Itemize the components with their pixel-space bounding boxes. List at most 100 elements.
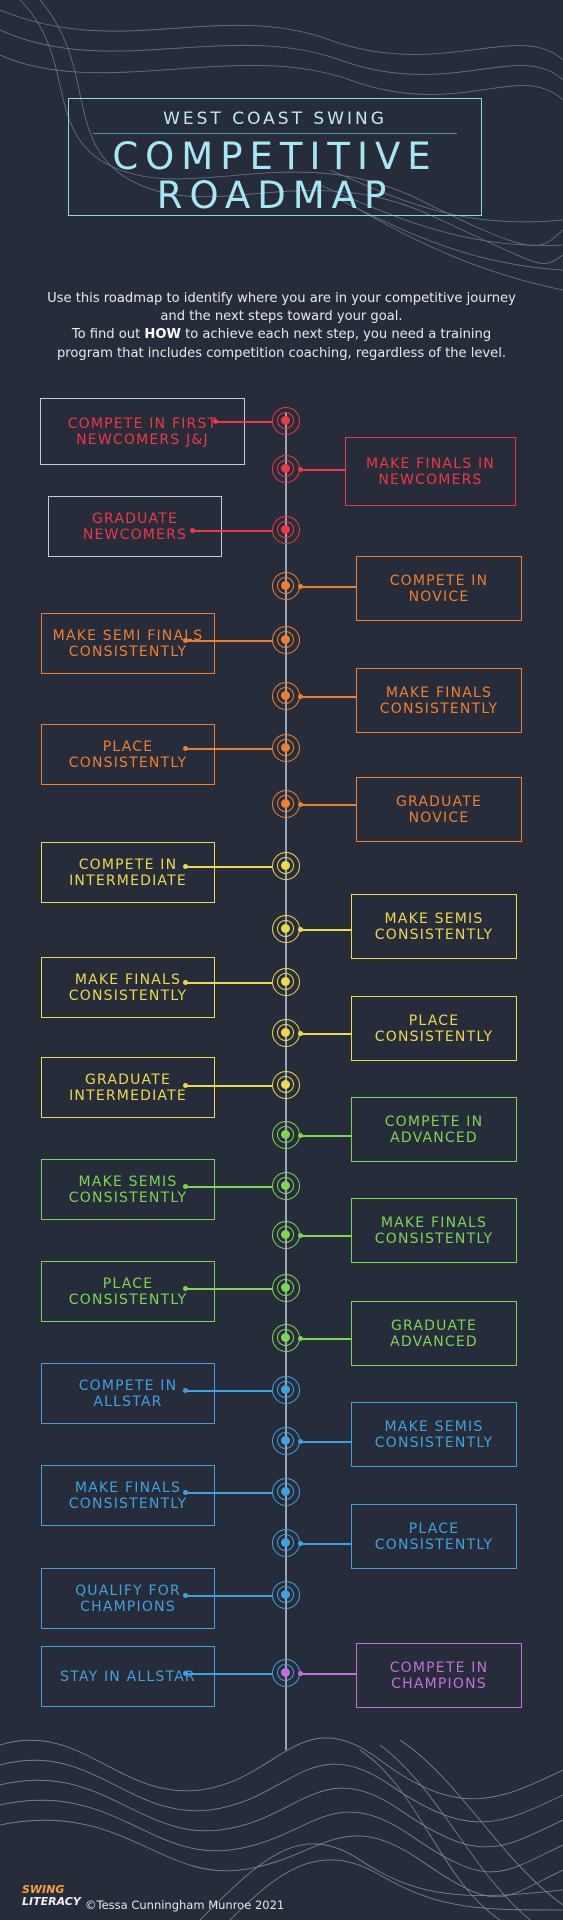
connector-line bbox=[185, 1492, 272, 1494]
intro-how: HOW bbox=[144, 327, 181, 343]
timeline-node bbox=[272, 1274, 300, 1302]
roadmap-step-label: COMPETE IN CHAMPIONS bbox=[389, 1659, 489, 1692]
roadmap-step-25: COMPETE IN CHAMPIONS bbox=[356, 1643, 522, 1708]
roadmap-step-label: PLACE CONSISTENTLY bbox=[374, 1520, 494, 1553]
timeline-node bbox=[272, 455, 300, 483]
swing-literacy-logo: SWING LITERACY bbox=[22, 1884, 81, 1908]
connector-dot bbox=[298, 1671, 303, 1676]
connector-dot bbox=[298, 802, 303, 807]
roadmap-step-label: MAKE SEMIS CONSISTENTLY bbox=[68, 1173, 188, 1206]
timeline-node-dot bbox=[281, 1283, 290, 1292]
connector-line bbox=[300, 1543, 351, 1545]
timeline-node-dot bbox=[281, 525, 290, 534]
timeline-node-ring bbox=[277, 1024, 294, 1041]
roadmap-step-15: MAKE SEMIS CONSISTENTLY bbox=[41, 1159, 215, 1220]
timeline-node bbox=[272, 1478, 300, 1506]
timeline-node bbox=[272, 572, 300, 600]
roadmap-step-label: MAKE SEMI FINALS CONSISTENTLY bbox=[52, 627, 204, 660]
roadmap-step-6: MAKE FINALS CONSISTENTLY bbox=[356, 668, 522, 733]
roadmap-step-17: PLACE CONSISTENTLY bbox=[41, 1261, 215, 1322]
connector-line bbox=[300, 804, 356, 806]
roadmap-step-13: GRADUATE INTERMEDIATE bbox=[41, 1057, 215, 1118]
connector-line bbox=[185, 866, 272, 868]
roadmap-step-5: MAKE SEMI FINALS CONSISTENTLY bbox=[41, 613, 215, 674]
connector-line bbox=[185, 1673, 272, 1675]
roadmap-step-24: STAY IN ALLSTAR bbox=[41, 1646, 215, 1707]
connector-line bbox=[300, 1135, 351, 1137]
timeline-node-ring bbox=[277, 795, 294, 812]
timeline-node bbox=[272, 915, 300, 943]
connector-dot bbox=[183, 1490, 188, 1495]
roadmap-step-20: MAKE SEMIS CONSISTENTLY bbox=[351, 1402, 517, 1467]
connector-dot bbox=[298, 1439, 303, 1444]
connector-line bbox=[300, 1033, 351, 1035]
connector-line bbox=[300, 1441, 351, 1443]
timeline-node-dot bbox=[281, 691, 290, 700]
intro-line-2: and the next steps toward your goal. bbox=[160, 309, 403, 325]
roadmap-step-9: COMPETE IN INTERMEDIATE bbox=[41, 842, 215, 903]
timeline-node bbox=[272, 626, 300, 654]
roadmap-step-label: MAKE SEMIS CONSISTENTLY bbox=[374, 1418, 494, 1451]
timeline-node-dot bbox=[281, 635, 290, 644]
timeline-node-dot bbox=[281, 1487, 290, 1496]
roadmap-step-16: MAKE FINALS CONSISTENTLY bbox=[351, 1198, 517, 1263]
timeline-node bbox=[272, 1659, 300, 1687]
roadmap-step-label: GRADUATE ADVANCED bbox=[390, 1317, 478, 1350]
timeline-node-ring bbox=[277, 631, 294, 648]
timeline-node-dot bbox=[281, 1230, 290, 1239]
connector-line bbox=[300, 696, 356, 698]
roadmap-step-label: COMPETE IN NOVICE bbox=[389, 572, 489, 605]
connector-line bbox=[300, 1235, 351, 1237]
roadmap-step-21: MAKE FINALS CONSISTENTLY bbox=[41, 1465, 215, 1526]
roadmap-step-label: MAKE FINALS CONSISTENTLY bbox=[379, 684, 499, 717]
timeline-node bbox=[272, 1529, 300, 1557]
roadmap-step-label: COMPETE IN ALLSTAR bbox=[78, 1377, 178, 1410]
timeline-node bbox=[272, 790, 300, 818]
connector-line bbox=[185, 1085, 272, 1087]
connector-dot bbox=[183, 746, 188, 751]
connector-line bbox=[185, 1595, 272, 1597]
timeline-node bbox=[272, 1221, 300, 1249]
roadmap-step-22: PLACE CONSISTENTLY bbox=[351, 1504, 517, 1569]
timeline-node-dot bbox=[281, 861, 290, 870]
timeline-node bbox=[272, 1071, 300, 1099]
timeline-node-ring bbox=[277, 857, 294, 874]
roadmap-step-10: MAKE SEMIS CONSISTENTLY bbox=[351, 894, 517, 959]
title-subtitle: WEST COAST SWING bbox=[163, 109, 387, 129]
connector-line bbox=[192, 530, 272, 532]
timeline-node-ring bbox=[277, 1177, 294, 1194]
connector-dot bbox=[183, 1593, 188, 1598]
connector-dot bbox=[298, 467, 303, 472]
roadmap-step-label: PLACE CONSISTENTLY bbox=[68, 738, 188, 771]
timeline-node bbox=[272, 852, 300, 880]
roadmap-step-2: MAKE FINALS IN NEWCOMERS bbox=[345, 437, 516, 506]
timeline-node-dot bbox=[281, 1080, 290, 1089]
timeline-node-dot bbox=[281, 1333, 290, 1342]
title-line-1: COMPETITIVE bbox=[112, 135, 438, 178]
copyright: ©Tessa Cunningham Munroe 2021 bbox=[85, 1898, 285, 1912]
roadmap-step-18: GRADUATE ADVANCED bbox=[351, 1301, 517, 1366]
connector-dot bbox=[183, 980, 188, 985]
connector-dot bbox=[190, 528, 195, 533]
intro-text: Use this roadmap to identify where you a… bbox=[30, 290, 533, 363]
timeline-node-ring bbox=[277, 920, 294, 937]
roadmap-step-label: MAKE FINALS CONSISTENTLY bbox=[374, 1214, 494, 1247]
timeline-node-ring bbox=[277, 973, 294, 990]
timeline-node-ring bbox=[277, 1076, 294, 1093]
connector-dot bbox=[298, 1031, 303, 1036]
timeline-node-ring bbox=[277, 739, 294, 756]
connector-dot bbox=[183, 864, 188, 869]
timeline-node bbox=[272, 682, 300, 710]
connector-line bbox=[185, 1288, 272, 1290]
roadmap-step-3: GRADUATE NEWCOMERS bbox=[48, 496, 222, 557]
connector-line bbox=[185, 640, 272, 642]
timeline-node-ring bbox=[277, 460, 294, 477]
timeline-node-ring bbox=[277, 412, 294, 429]
intro-line-1: Use this roadmap to identify where you a… bbox=[47, 291, 516, 306]
timeline-node bbox=[272, 1376, 300, 1404]
connector-dot bbox=[298, 1336, 303, 1341]
roadmap-step-14: COMPETE IN ADVANCED bbox=[351, 1097, 517, 1162]
timeline-node-dot bbox=[281, 1181, 290, 1190]
title-divider bbox=[93, 133, 457, 134]
